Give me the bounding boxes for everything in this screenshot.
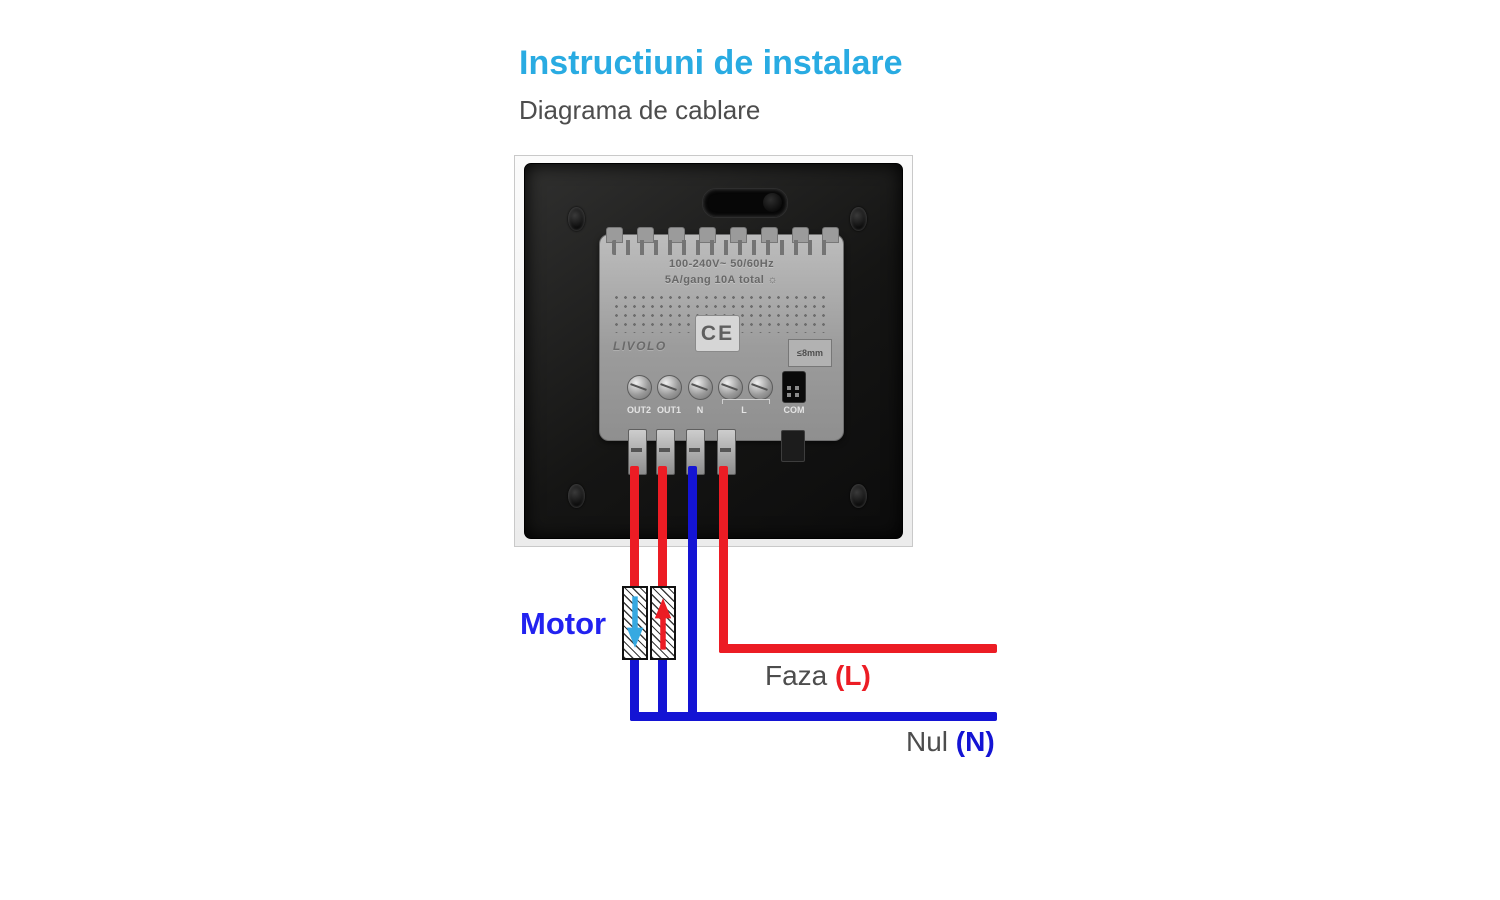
com-port	[782, 371, 806, 403]
phase-label: Faza (L)	[765, 660, 871, 692]
mount-hole-top-right	[850, 207, 867, 231]
wire-terminal-l	[717, 429, 736, 475]
mount-slot	[702, 188, 788, 218]
wire-motor1-blue	[630, 655, 639, 721]
wire-terminal-out1	[656, 429, 675, 475]
neutral-label: Nul (N)	[906, 726, 995, 758]
wire-neutral-horizontal	[630, 712, 997, 721]
neutral-label-text: Nul	[906, 726, 956, 757]
page-title: Instructiuni de instalare	[519, 44, 903, 82]
rating-current-text: 5A/gang 10A total	[664, 274, 765, 286]
terminal-screw-n	[688, 375, 713, 400]
terminal-label-out1: OUT1	[656, 405, 681, 415]
strip-length-mark: ≤8mm	[788, 339, 832, 367]
mount-hole-bottom-right	[850, 484, 867, 508]
mount-hole-bottom-left	[568, 484, 585, 508]
terminal-label-out2: OUT2	[626, 405, 651, 415]
brand-logo: LIVOLO	[613, 339, 667, 353]
load-icon: ☼	[767, 274, 779, 286]
ce-mark: CE	[695, 315, 740, 352]
wire-terminal-n	[686, 429, 705, 475]
relay-module: 100-240V~ 50/60Hz 5A/gang 10A total ☼ LI…	[599, 227, 844, 441]
wire-out1-red	[658, 466, 667, 594]
phase-label-mark: (L)	[835, 660, 871, 691]
l-terminal-bracket	[722, 399, 770, 404]
terminal-screw-out1	[657, 375, 682, 400]
arrow-up-icon	[654, 598, 672, 650]
motor-winding-up	[650, 586, 676, 660]
mount-hole-top-left	[568, 207, 585, 231]
wire-phase-horizontal	[719, 644, 997, 653]
terminal-screw-out2	[627, 375, 652, 400]
arrow-down-icon	[626, 596, 644, 648]
switch-back-panel: 100-240V~ 50/60Hz 5A/gang 10A total ☼ LI…	[524, 163, 903, 539]
com-pin	[787, 393, 791, 397]
com-pin	[795, 386, 799, 390]
rating-voltage: 100-240V~ 50/60Hz	[669, 258, 774, 270]
com-terminal	[781, 430, 805, 462]
wire-neutral-vertical	[688, 466, 697, 721]
neutral-label-mark: (N)	[955, 726, 995, 757]
com-pin	[787, 386, 791, 390]
terminal-label-n: N	[696, 405, 704, 415]
terminal-label-l: L	[741, 405, 747, 415]
wire-phase-vertical	[719, 466, 728, 653]
switch-frame: 100-240V~ 50/60Hz 5A/gang 10A total ☼ LI…	[514, 155, 913, 547]
com-pin	[795, 393, 799, 397]
phase-label-text: Faza	[765, 660, 836, 691]
motor-winding-down	[622, 586, 648, 660]
wire-out2-red	[630, 466, 639, 594]
vent-slots	[612, 240, 831, 255]
motor-label: Motor	[520, 606, 607, 641]
terminal-screw-l1	[718, 375, 743, 400]
page-subtitle: Diagrama de cablare	[519, 95, 761, 125]
mount-slot-hole	[763, 193, 782, 212]
wire-motor2-blue	[658, 655, 667, 721]
rating-current: 5A/gang 10A total ☼	[600, 274, 843, 286]
terminal-screw-l2	[748, 375, 773, 400]
terminal-label-com: COM	[783, 405, 805, 415]
